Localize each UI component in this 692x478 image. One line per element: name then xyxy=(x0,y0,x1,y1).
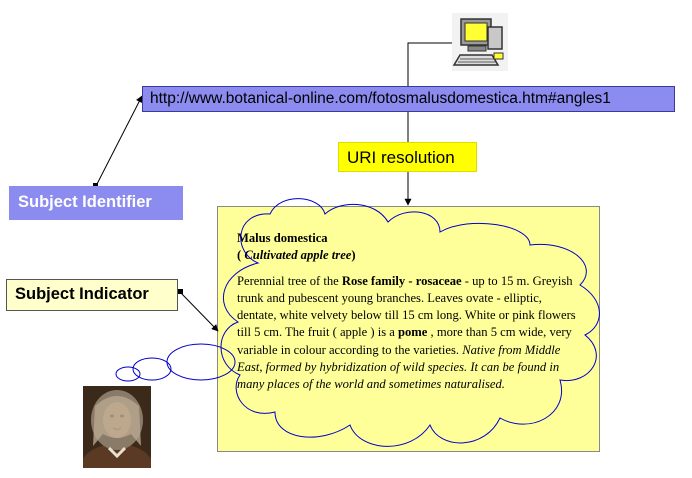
doc-common-close: ) xyxy=(351,248,356,263)
doc-common-name: Cultivated apple tree xyxy=(244,248,352,263)
url-box: http://www.botanical-online.com/fotosmal… xyxy=(142,86,675,112)
subject-indicator-label: Subject Indicator xyxy=(6,279,178,311)
computer-icon xyxy=(452,13,508,71)
document-text: Malus domestica ( Cultivated apple tree)… xyxy=(237,230,582,394)
identifier-arrow xyxy=(95,95,143,187)
computer-connector xyxy=(407,42,452,86)
doc-title: Malus domestica xyxy=(237,231,328,245)
doc-family: Rose family - rosaceae xyxy=(341,273,462,288)
doc-fruit: pome xyxy=(398,325,428,340)
portrait-image xyxy=(83,386,151,468)
uri-resolution-label: URI resolution xyxy=(338,142,477,172)
doc-p1: Perennial tree of the xyxy=(237,273,342,288)
indicator-arrow xyxy=(179,291,219,332)
subject-identifier-label: Subject Identifier xyxy=(9,186,183,220)
